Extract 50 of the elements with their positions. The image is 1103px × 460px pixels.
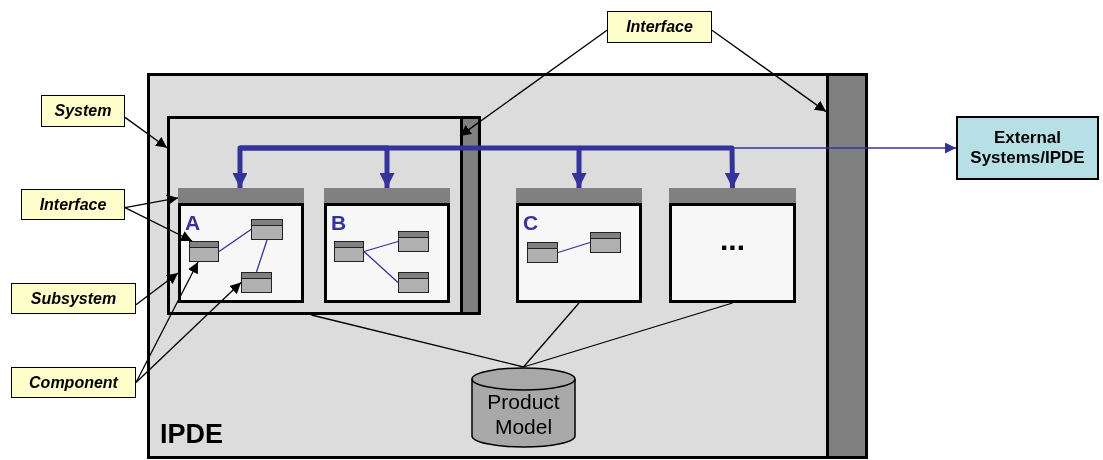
callout-label: Interface	[607, 11, 712, 43]
connector-line	[522, 302, 580, 368]
interface-bar	[669, 188, 796, 206]
callout-label: Interface	[21, 189, 125, 220]
subsystem-box	[516, 188, 642, 303]
ellipsis-text: ...	[719, 225, 746, 255]
subsystem-letter: C	[523, 212, 539, 233]
callout-label: Component	[11, 367, 136, 398]
component-box	[241, 272, 272, 293]
external-system-box: External Systems/IPDE	[956, 116, 1099, 180]
component-box	[398, 272, 429, 293]
leader-arrow	[124, 116, 168, 149]
interface-bar	[460, 116, 481, 315]
bus-arrow	[731, 142, 957, 154]
component-box	[189, 241, 219, 262]
subsystem-box	[669, 188, 796, 303]
connector-line	[310, 314, 525, 368]
component-box	[398, 231, 429, 252]
leader-arrow	[135, 281, 242, 384]
component-box	[251, 219, 283, 240]
leader-arrow	[459, 29, 608, 137]
leader-arrow	[124, 194, 179, 209]
component-box	[527, 242, 558, 263]
bus-arrow	[387, 145, 587, 188]
interface-bar	[178, 188, 304, 206]
subsystem-letter: B	[331, 212, 347, 233]
link-line	[255, 239, 268, 273]
component-box	[334, 241, 364, 262]
link-line	[557, 241, 591, 254]
leader-arrow	[135, 272, 179, 306]
link-line	[218, 228, 252, 253]
database-cylinder: Product Model	[471, 367, 576, 448]
interface-bar	[826, 73, 868, 459]
callout-label: Subsystem	[11, 283, 136, 314]
subsystem-box	[178, 188, 304, 303]
interface-bar	[516, 188, 642, 206]
callout-label: System	[41, 95, 125, 127]
subsystem-letter: A	[185, 212, 201, 233]
subsystem-box	[324, 188, 450, 303]
container-title: IPDE	[160, 419, 224, 450]
bus-arrow	[579, 145, 740, 189]
link-line	[363, 240, 399, 253]
system-box	[167, 116, 481, 315]
interface-bar	[324, 188, 450, 206]
leader-arrow	[124, 206, 193, 242]
connector-line	[522, 302, 734, 368]
leader-arrow	[711, 29, 827, 113]
component-box	[590, 232, 621, 253]
leader-arrow	[135, 261, 199, 384]
environment-container	[147, 73, 868, 459]
